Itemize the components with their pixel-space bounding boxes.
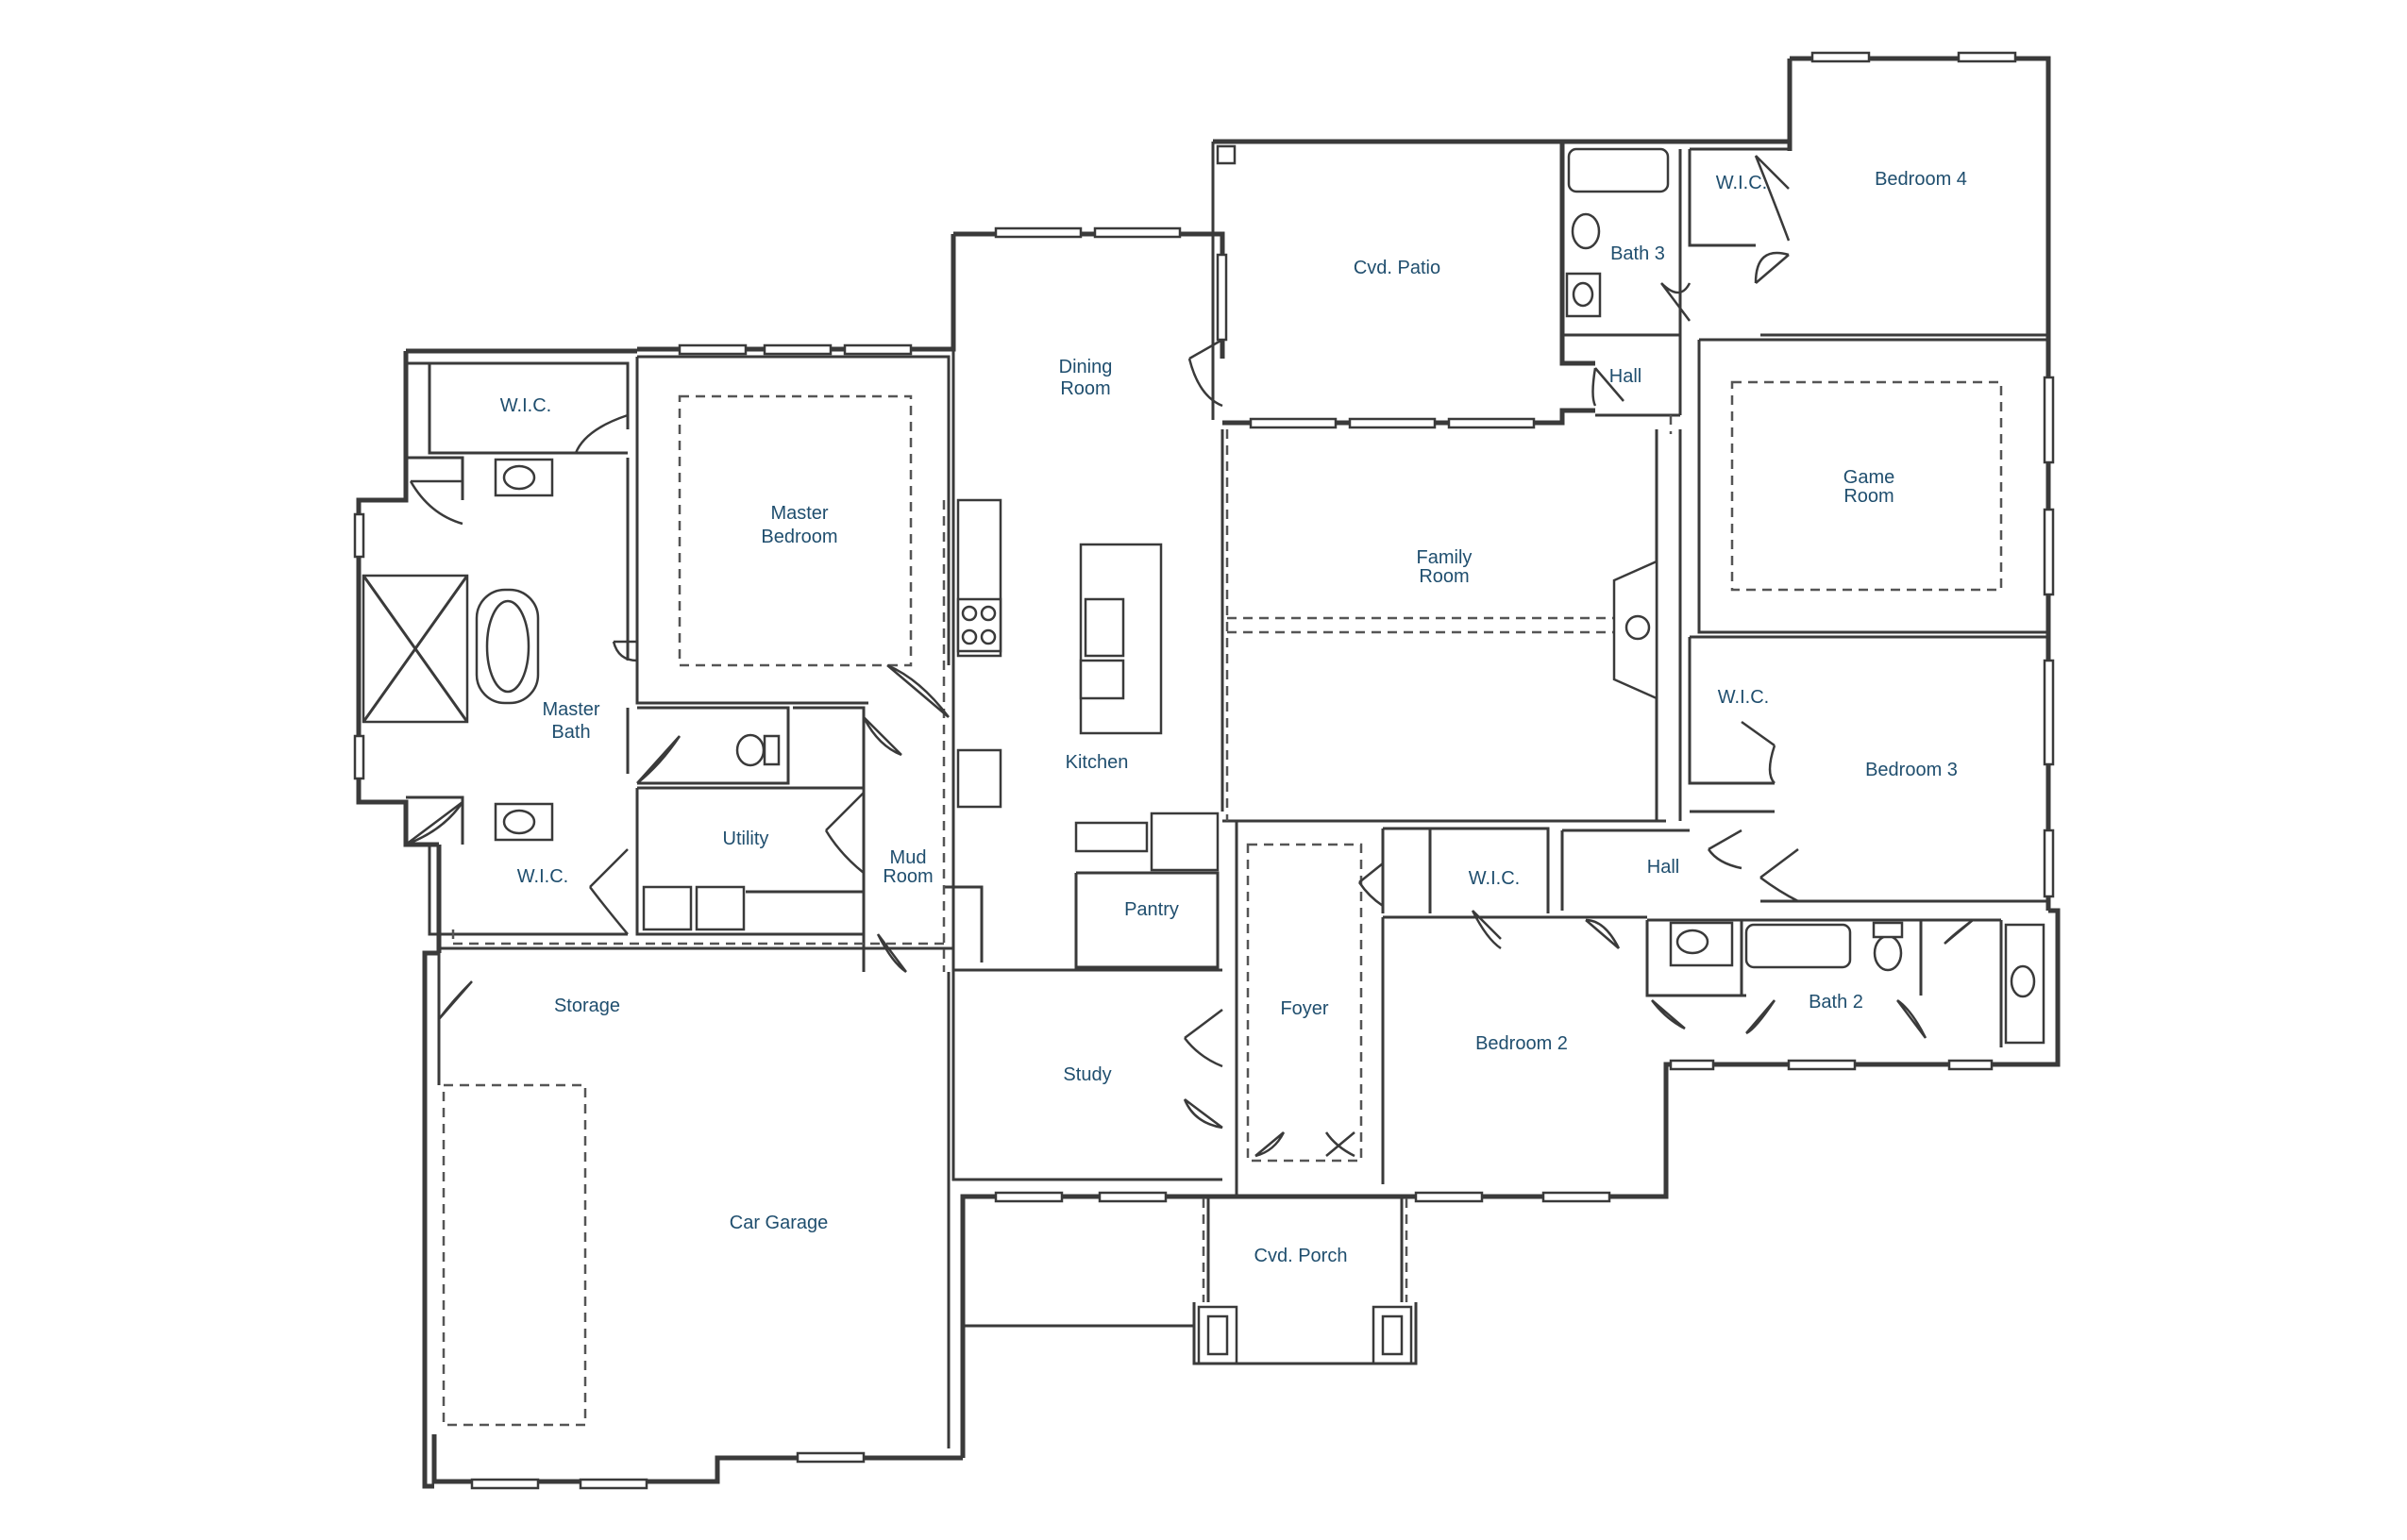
label-hall-lower: Hall [1647,857,1679,878]
label-pantry: Pantry [1124,899,1179,920]
label-bath-2: Bath 2 [1809,992,1863,1013]
label-bedroom-2: Bedroom 2 [1475,1033,1568,1054]
room-labels: Bedroom 4 W.I.C. Bath 3 Cvd. Patio Hall … [500,169,1967,1266]
label-storage: Storage [554,996,620,1016]
label-dining-room-line2: Room [1060,378,1110,399]
label-mud-room-line2: Room [883,866,933,887]
label-dining-room-line1: Dining [1059,357,1113,377]
label-cvd-porch: Cvd. Porch [1254,1246,1348,1266]
label-wic-master-bottom: W.I.C. [517,866,568,887]
label-wic-bedroom-3: W.I.C. [1718,687,1769,708]
label-bedroom-4: Bedroom 4 [1875,169,1967,190]
label-wic-bedroom-4: W.I.C. [1716,173,1767,193]
label-bedroom-3: Bedroom 3 [1865,760,1958,780]
label-mud-room-line1: Mud [890,847,927,868]
label-kitchen: Kitchen [1066,752,1129,773]
interior-walls [406,147,2048,1448]
tub-bath3 [1567,147,1670,193]
label-wic-bedroom-2: W.I.C. [1469,868,1520,889]
label-hall-upper: Hall [1609,366,1641,387]
label-game-room-line2: Room [1843,486,1894,507]
windows [353,51,2055,1490]
doors [405,155,1974,1158]
label-bath-3: Bath 3 [1610,243,1665,264]
label-game-room-line1: Game [1843,467,1894,488]
label-cvd-patio: Cvd. Patio [1354,258,1440,278]
label-master-bath-line2: Bath [551,722,590,743]
label-utility: Utility [723,829,769,849]
dashed-lines [442,380,2003,1427]
label-master-bedroom-line2: Bedroom [761,527,837,547]
label-master-bath-line1: Master [542,699,599,720]
fixtures [362,144,2045,1365]
label-study: Study [1063,1064,1111,1085]
label-family-room-line2: Room [1419,566,1469,587]
label-wic-master-top: W.I.C. [500,395,551,416]
label-master-bedroom-line1: Master [770,503,828,524]
label-family-room-line1: Family [1417,547,1473,568]
label-car-garage: Car Garage [730,1213,829,1233]
label-foyer: Foyer [1280,998,1328,1019]
